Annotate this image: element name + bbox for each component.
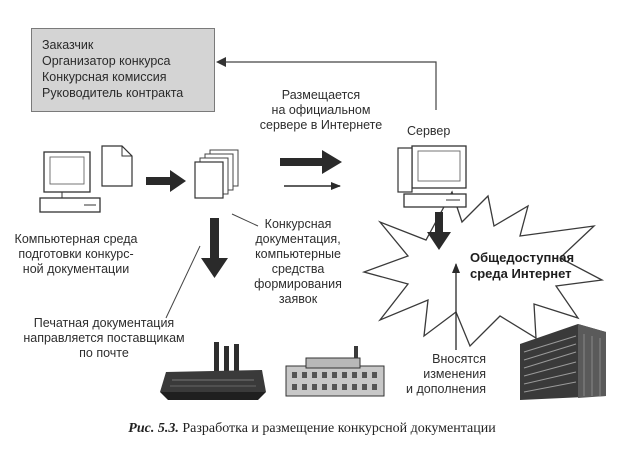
starburst-icon (361, 190, 605, 348)
documentation-leader (231, 213, 259, 227)
document-icon (101, 145, 133, 187)
figure-caption: Рис. 5.3. Разработка и размещение конкур… (0, 421, 624, 437)
printed-leader (165, 245, 201, 319)
caption-figure-number: Рис. 5.3. (128, 421, 179, 436)
computer-env-label: Компьютерная среда подготовки конкурс- н… (14, 232, 138, 276)
server-label: Сервер (407, 124, 451, 138)
document-stack-icon (194, 149, 239, 199)
arrow-to-print (201, 218, 228, 278)
role-organizer: Организатор конкурса (42, 54, 171, 68)
changes-label: Вносятся изменения и дополнения (406, 352, 486, 396)
printed-label: Печатная документация направляется поста… (23, 316, 185, 360)
caption-text: Разработка и размещение конкурсной докум… (178, 421, 496, 436)
roles-box: Заказчик Организатор конкурса Конкурсная… (31, 28, 215, 112)
server-computer-icon (397, 145, 467, 208)
office-building-icon (520, 324, 606, 400)
factory-icon (160, 342, 266, 400)
feedback-arrow (216, 57, 437, 110)
internet-label: Общедоступная среда Интернет (470, 250, 575, 281)
arrow-to-internet (427, 212, 451, 250)
publish-label: Размещается на официальном сервере в Инт… (259, 88, 383, 132)
desktop-computer-icon (39, 151, 101, 213)
role-commission: Конкурсная комиссия (42, 70, 167, 84)
role-customer: Заказчик (42, 38, 94, 52)
role-contract-manager: Руководитель контракта (42, 86, 184, 100)
arrow-to-server-thick (280, 150, 342, 174)
factory-icon (285, 346, 385, 397)
arrow-to-documents (146, 170, 186, 192)
documentation-label: Конкурсная документация, компьютерные ср… (254, 217, 342, 306)
